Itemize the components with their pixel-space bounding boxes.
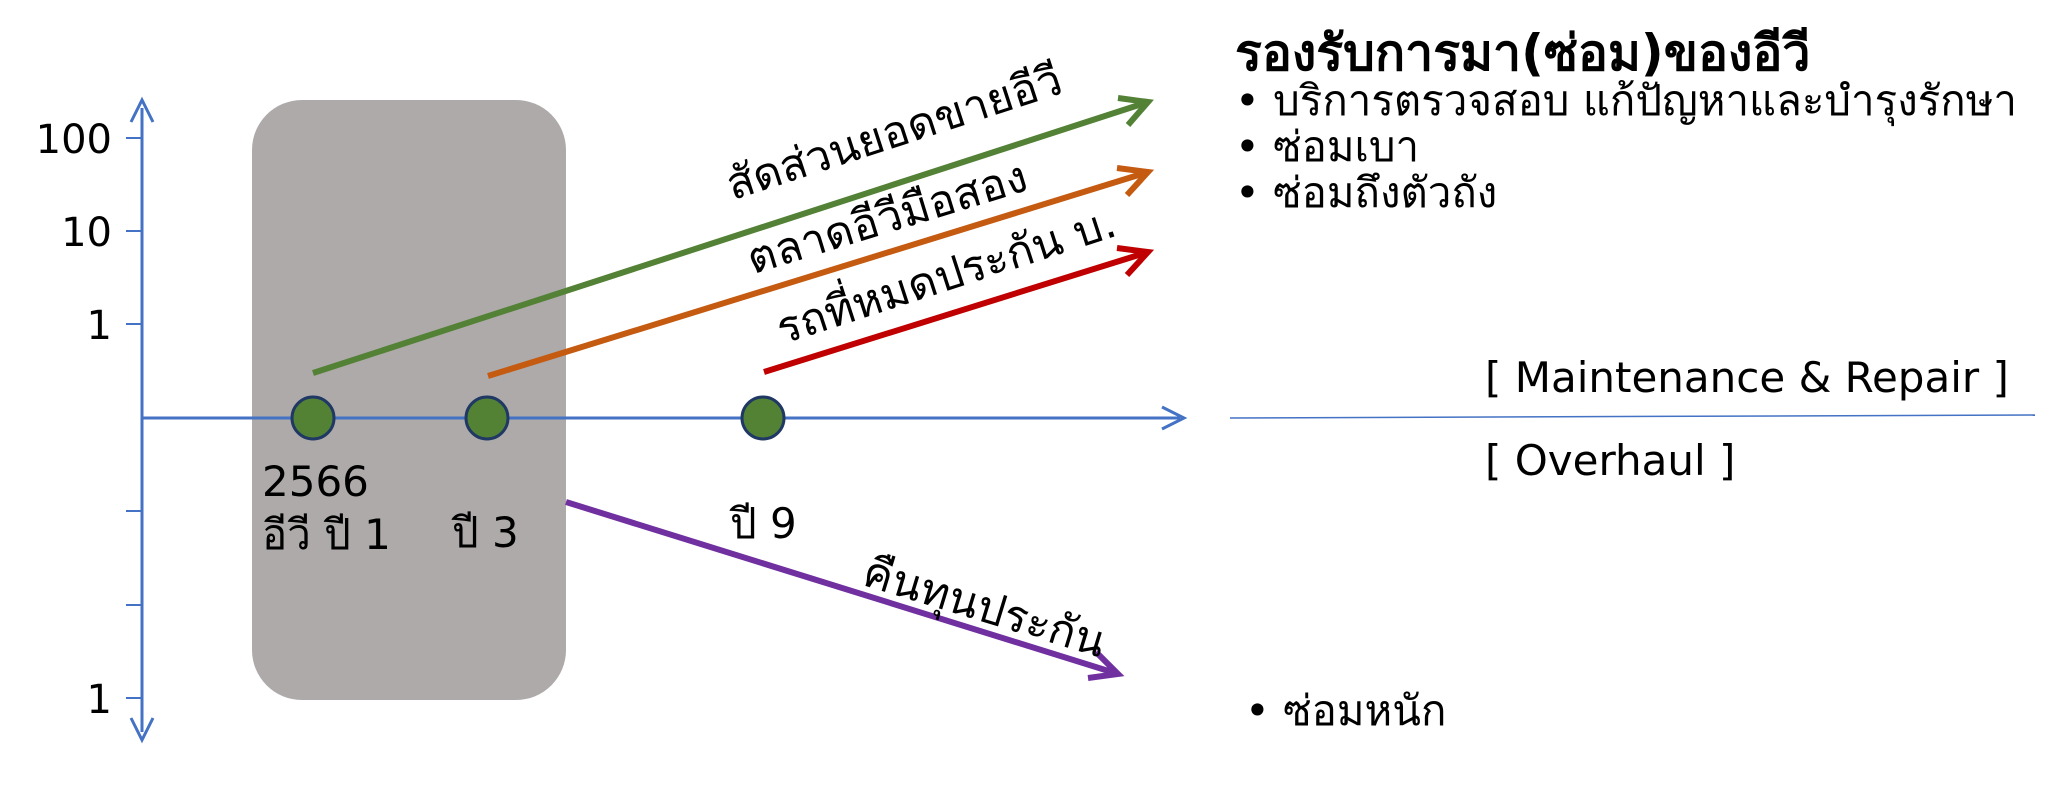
panel-bullet-text: ซ่อมเบา [1273, 122, 1420, 171]
point-year1-label: อีวี ปี 1 [262, 510, 391, 559]
point-year3-label: ปี 3 [452, 508, 519, 557]
x-axis-arrowhead [1161, 405, 1188, 431]
heavy-repair-item: • ซ่อมหนัก [1245, 686, 1447, 735]
point-year9-label: ปี 9 [730, 499, 797, 548]
panel-bullet-list: • บริการตรวจสอบ แก้ปัญหาและบำรุงรักษา • … [1235, 80, 2017, 214]
arrow-used-ev-market [487, 165, 1155, 379]
y-tick-label-1-upper: 1 [86, 303, 112, 349]
panel-bullet-item: • ซ่อมถึงตัวถัง [1235, 168, 1498, 217]
arrow-warranty-expired [763, 245, 1155, 375]
point-year1-year-label: 2566 [262, 457, 369, 506]
year1-3-highlight-box [252, 100, 566, 700]
y-tick-label-10: 10 [61, 210, 112, 256]
y-axis-arrowhead-top [129, 96, 155, 123]
panel-bullet-item: • บริการตรวจสอบ แก้ปัญหาและบำรุงรักษา [1235, 76, 2017, 125]
y-tick-label-100: 100 [35, 117, 112, 163]
overhaul-label: [ Overhaul ] [1485, 436, 1736, 485]
arrow-warranty-return [565, 499, 1125, 681]
maintenance-repair-label: [ Maintenance & Repair ] [1485, 353, 2009, 402]
point-year9 [740, 395, 786, 441]
y-axis-arrowhead-bottom [129, 717, 155, 744]
arrow-ev-sales [312, 95, 1154, 376]
panel-title: รองรับการมา(ซ่อม)ของอีวี [1235, 24, 1811, 82]
panel-bullet-text: ซ่อมถึงตัวถัง [1273, 168, 1498, 217]
point-year3 [464, 395, 510, 441]
heavy-repair-text: ซ่อมหนัก [1283, 686, 1447, 735]
point-year1 [290, 395, 336, 441]
panel-bullet-text: บริการตรวจสอบ แก้ปัญหาและบำรุงรักษา [1273, 76, 2017, 125]
y-tick-label-1-lower: 1 [86, 677, 112, 723]
panel-bullet-item: • ซ่อมเบา [1235, 122, 1420, 171]
maintenance-overhaul-divider [1229, 414, 2036, 419]
